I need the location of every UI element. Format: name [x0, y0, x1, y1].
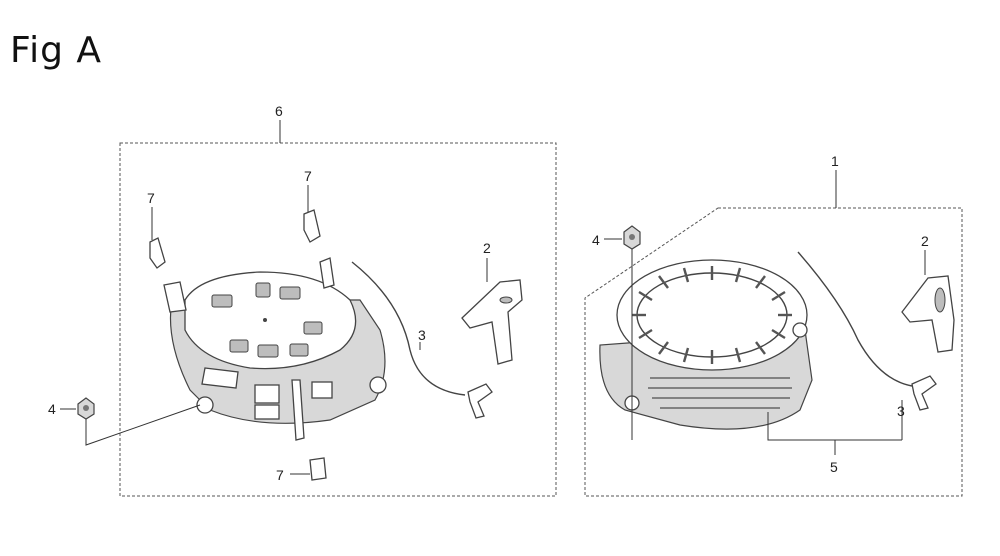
bracket-5	[767, 412, 902, 441]
leader-4-left	[85, 404, 201, 446]
starter-housing-left	[163, 257, 387, 441]
callout-7-c: 7	[276, 467, 284, 483]
callout-1: 1	[831, 153, 839, 169]
callout-7-a: 7	[147, 190, 155, 206]
starter-grip-left	[461, 279, 523, 365]
flange-nut-right	[623, 225, 641, 250]
callout-3-left: 3	[418, 327, 426, 343]
callout-2-left: 2	[483, 240, 491, 256]
callout-4-right: 4	[592, 232, 600, 248]
figure-title: Fig A	[10, 30, 103, 71]
left-panel-frame	[119, 142, 557, 497]
callout-4-left: 4	[48, 401, 56, 417]
rope-clip-right	[911, 375, 937, 411]
starter-grip-right	[901, 275, 955, 353]
callout-5: 5	[830, 459, 838, 475]
pawl-7-b	[303, 209, 321, 243]
right-panel-frame	[584, 207, 963, 497]
flange-nut-left	[77, 397, 95, 420]
rope-clip-left	[467, 383, 493, 419]
callout-6: 6	[275, 103, 283, 119]
pawl-7-a	[149, 237, 166, 269]
callout-7-b: 7	[304, 168, 312, 184]
starter-housing-right	[599, 259, 813, 430]
recoil-rope-right	[797, 251, 913, 387]
recoil-rope-left	[351, 261, 466, 396]
callout-3-right: 3	[897, 403, 905, 419]
pawl-7-c	[309, 457, 327, 481]
callout-2-right: 2	[921, 233, 929, 249]
